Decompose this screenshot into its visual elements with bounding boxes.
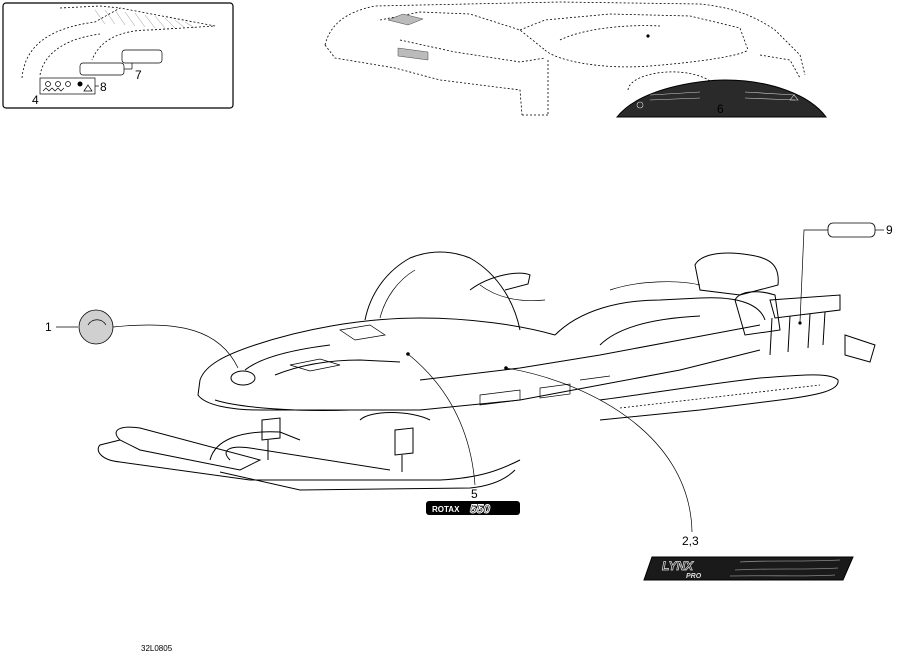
- drawing-reference: 32L0805: [141, 644, 173, 653]
- snowmobile-drawing: [97, 251, 876, 491]
- rotax-decal: ROTAX 550: [426, 501, 520, 516]
- round-decal-1: [78, 309, 114, 345]
- lynx-word: LYNX: [662, 559, 694, 573]
- rotax-word: ROTAX: [432, 505, 460, 514]
- callout-5-group: 5 ROTAX 550: [406, 352, 520, 516]
- console-drawing: [324, 1, 806, 116]
- rear-decal-9: [827, 222, 876, 238]
- callout-8: 8: [100, 80, 107, 94]
- inset-detail: 7 8 4: [2, 2, 234, 109]
- lynx-decal: LYNX PRO: [643, 556, 854, 581]
- callout-9: 9: [886, 223, 893, 237]
- callout-1: 1: [45, 320, 52, 334]
- callout-9-group: 9: [798, 222, 893, 325]
- callout-23-group: 2,3 LYNX PRO: [504, 366, 854, 581]
- callout-7: 7: [135, 68, 142, 82]
- rotax-number: 550: [470, 502, 490, 516]
- callout-4: 4: [32, 93, 39, 107]
- callout-5: 5: [471, 487, 478, 501]
- callout-1-group: 1: [45, 309, 239, 369]
- callout-6: 6: [717, 102, 724, 116]
- pro-word: PRO: [686, 573, 702, 580]
- console-decal-6: 6: [615, 79, 827, 118]
- callout-2-3: 2,3: [682, 534, 699, 548]
